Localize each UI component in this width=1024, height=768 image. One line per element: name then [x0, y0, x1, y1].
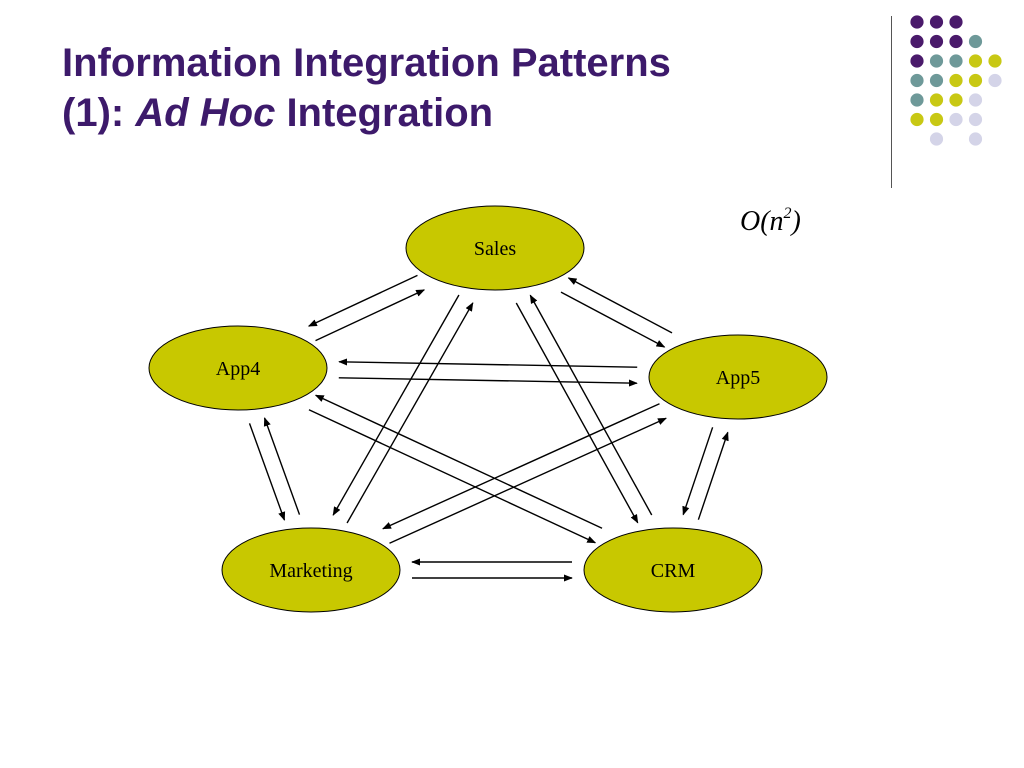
arrow-sales-to-marketing — [332, 294, 460, 516]
connection-sales-app4 — [307, 274, 426, 342]
decorative-dot — [929, 54, 944, 68]
arrow-app4-to-app5 — [338, 377, 638, 387]
decorative-dot — [968, 73, 983, 88]
connection-sales-app5 — [560, 277, 673, 348]
connection-sales-marketing — [332, 294, 474, 524]
connection-sales-crm — [515, 294, 653, 524]
decorative-dot — [949, 112, 963, 127]
decorative-dot — [968, 93, 983, 107]
node-app4-ellipse — [148, 325, 328, 411]
page-title: Information Integration Patterns (1): Ad… — [62, 38, 671, 138]
arrow-app5-to-sales — [567, 277, 673, 334]
arrow-crm-to-app4 — [314, 394, 603, 529]
decorative-dot — [949, 34, 963, 49]
decorative-dot — [910, 93, 924, 107]
node-app5-label: App5 — [716, 367, 760, 389]
arrow-app4-to-crm — [308, 409, 597, 544]
complexity-exponent: 2 — [783, 204, 792, 222]
connection-app5-marketing — [382, 403, 667, 544]
decorative-dot — [910, 15, 924, 29]
node-sales-ellipse — [405, 205, 585, 291]
arrow-sales-to-app4 — [307, 274, 418, 327]
connection-app4-app5 — [338, 358, 638, 387]
decorative-dot — [910, 73, 924, 88]
decorative-dot-grid — [910, 15, 1002, 146]
node-crm-label: CRM — [651, 560, 696, 582]
title-line-1: Information Integration Patterns — [62, 41, 671, 85]
decorative-dot — [910, 54, 924, 68]
decorative-dot — [968, 54, 983, 68]
connection-marketing-crm — [411, 558, 573, 582]
arrow-app5-to-app4 — [338, 358, 638, 368]
node-crm: CRM — [583, 527, 763, 613]
decorative-dot — [949, 73, 963, 88]
node-marketing-ellipse — [221, 527, 401, 613]
node-sales: Sales — [405, 205, 585, 291]
decorative-dot — [988, 73, 1002, 88]
decorative-dot — [910, 34, 924, 49]
arrow-crm-to-app5 — [697, 431, 729, 520]
title-line-2-suffix: Integration — [275, 91, 494, 135]
decorative-dot — [929, 93, 944, 107]
decorative-dot — [968, 34, 983, 49]
node-app5: App5 — [648, 334, 828, 420]
title-line-2-prefix: (1): — [62, 91, 136, 135]
decorative-dot — [910, 112, 924, 127]
arrow-sales-to-app5 — [560, 291, 666, 348]
decorative-dot — [929, 34, 944, 49]
node-sales-label: Sales — [474, 238, 516, 260]
arrow-crm-to-sales — [529, 294, 653, 516]
arrow-sales-to-crm — [515, 302, 639, 524]
node-crm-ellipse — [583, 527, 763, 613]
connection-app4-marketing — [248, 417, 301, 521]
arrow-app5-to-marketing — [382, 403, 660, 530]
node-app4: App4 — [148, 325, 328, 411]
connection-arrows — [248, 274, 729, 582]
node-marketing-label: Marketing — [269, 560, 352, 582]
decorative-dot — [949, 93, 963, 107]
node-app4-label: App4 — [216, 358, 260, 380]
title-divider-line — [891, 16, 892, 188]
node-app5-ellipse — [648, 334, 828, 420]
arrow-marketing-to-app4 — [263, 417, 301, 515]
connection-app5-crm — [682, 427, 729, 520]
connection-app4-crm — [308, 394, 603, 544]
decorative-dot — [929, 112, 944, 127]
arrow-marketing-to-app5 — [389, 417, 667, 544]
decorative-dot — [949, 54, 963, 68]
decorative-dot — [968, 112, 983, 127]
node-marketing: Marketing — [221, 527, 401, 613]
decorative-dot — [929, 132, 944, 146]
arrow-app5-to-crm — [682, 427, 714, 516]
decorative-dot — [949, 15, 963, 29]
arrow-app4-to-sales — [315, 289, 426, 342]
complexity-base: O(n — [740, 206, 784, 237]
complexity-label: O(n2) — [740, 204, 801, 238]
arrow-app4-to-marketing — [248, 423, 286, 521]
decorative-dot — [929, 15, 944, 29]
decorative-dot — [929, 73, 944, 88]
decorative-dot — [988, 54, 1002, 68]
complexity-close: ) — [791, 206, 801, 237]
decorative-dot — [968, 132, 983, 146]
arrow-marketing-to-sales — [346, 302, 474, 524]
title-line-2-italic: Ad Hoc — [135, 91, 276, 135]
